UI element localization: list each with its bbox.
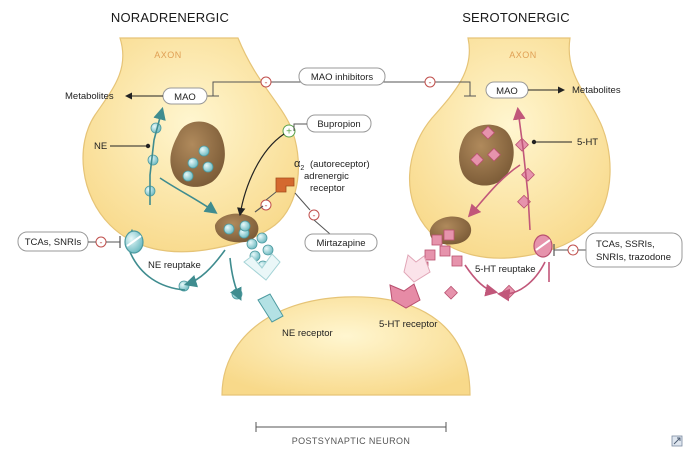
postsynaptic-neuron [221, 296, 471, 396]
alpha2-line2: adrenergic [304, 171, 349, 182]
noradrenergic-header: NORADRENERGIC [111, 10, 229, 25]
mao-inhibitors-label: MAO inhibitors [311, 72, 374, 83]
inhibit-sign-tca-left: - [100, 238, 103, 248]
tcas-ssris-pill [585, 232, 683, 268]
plus-sign: + [286, 127, 292, 138]
ht-receptor-ghost-icon [403, 254, 431, 283]
mao-inhibitors-pill [298, 67, 386, 86]
ht-vesicle-large [459, 124, 514, 186]
ne-reuptake-label: NE reuptake [148, 260, 201, 271]
alpha2-line1: (autoreceptor) [310, 159, 370, 170]
tcas-ssris-line2: SNRIs, trazodone [596, 252, 671, 263]
alpha-symbol: α2 [294, 158, 304, 172]
metabolites-left-label: Metabolites [65, 91, 114, 102]
mirtazapine-inhibit-bar [294, 192, 311, 211]
inhibit-sign-tca-right: - [572, 246, 575, 256]
corner-badge-icon [671, 435, 683, 447]
postsynaptic-bracket [255, 422, 447, 432]
axon-label-left: AXON [154, 50, 182, 60]
alpha2-inhibit-connector [265, 191, 277, 201]
axon-label-right: AXON [509, 50, 537, 60]
ht-receptor-label: 5-HT receptor [379, 319, 437, 330]
ht-transporter-icon [533, 234, 553, 258]
inhibit-sign-alpha2: - [265, 201, 268, 211]
bupropion-connector [293, 123, 307, 131]
ht-receptor-icon [389, 283, 421, 309]
inhibit-sign-mao-left: - [265, 78, 268, 88]
inhibit-sign-mao-right: - [429, 78, 432, 88]
alpha2-line3: receptor [310, 183, 345, 194]
metabolites-right-label: Metabolites [572, 85, 621, 96]
tcas-snris-label: TCAs, SNRIs [25, 237, 82, 248]
ne-receptor-label: NE receptor [282, 328, 333, 339]
inhibition-markers [95, 76, 579, 256]
ht-pathway-arrows [464, 106, 550, 302]
bupropion-label: Bupropion [317, 119, 360, 130]
mirtazapine-pill [304, 233, 378, 252]
inhibit-sign-mirtazapine: - [313, 211, 316, 221]
mirtazapine-connector [313, 219, 331, 235]
ht-pointer-dot [531, 139, 537, 145]
bupropion-arrow [237, 133, 285, 217]
bupropion-plus-marker [282, 124, 296, 138]
alpha2-inhibit-bar [254, 205, 264, 213]
mao-left-label: MAO [174, 92, 196, 103]
mao-right-label: MAO [496, 86, 518, 97]
ne-receptor-icon [257, 293, 284, 323]
ne-receptor-ghost-icon [243, 253, 281, 281]
tcas-ssris-line1: TCAs, SSRIs, [596, 239, 655, 250]
ne-transporter-icon [124, 230, 144, 254]
postsynaptic-neuron-label: POSTSYNAPTIC NEURON [292, 436, 411, 446]
ht-molecules [417, 125, 535, 300]
ne-label: NE [94, 141, 107, 152]
ht-reuptake-label: 5-HT reuptake [475, 264, 536, 275]
mirtazapine-label: Mirtazapine [316, 238, 365, 249]
serotonergic-header: SEROTONERGIC [462, 10, 570, 25]
ne-pointer-dot [145, 143, 151, 149]
ht-label: 5-HT [577, 137, 598, 148]
